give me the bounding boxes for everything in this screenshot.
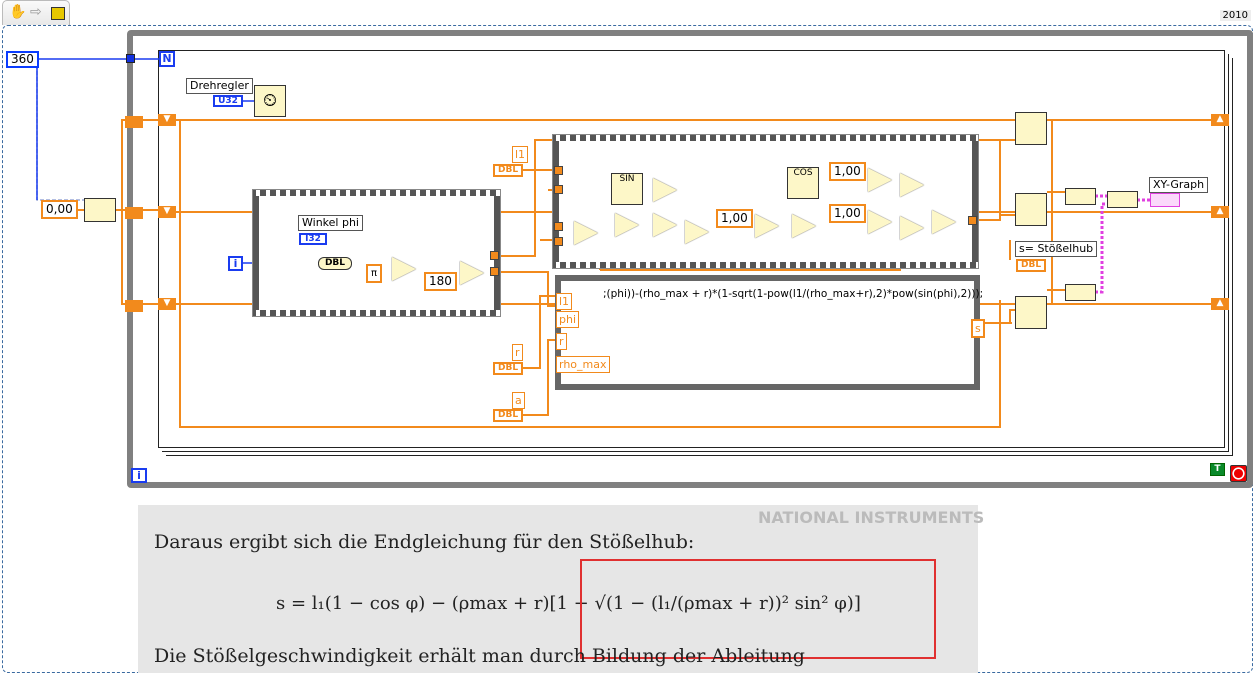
scanned-equation-image: Daraus ergibt sich die Endgleichung für … [138,505,984,673]
tunnel [968,216,977,225]
tunnel [554,222,563,231]
tunnel [554,237,563,246]
iteration-terminal: i [228,256,243,271]
tunnel [126,54,135,63]
formula-node[interactable]: ;(phi))-(rho_max + r)*(1-sqrt(1-pow(l1/(… [555,275,985,390]
replace-array-node [1015,112,1047,145]
xy-graph-indicator[interactable] [1150,193,1180,207]
for-loop[interactable] [158,50,1225,448]
xy-graph-label: XY-Graph [1149,177,1209,193]
subtract-node [868,168,892,192]
a-control[interactable]: DBL [493,409,524,422]
multiply-node [392,257,416,281]
bundle-node [1065,188,1096,205]
formula-input-r: r [556,333,567,350]
formula-output-s: s [971,319,985,338]
winkel-phi-indicator[interactable]: I32 [299,233,327,245]
multiply-node [900,216,924,240]
metronome-icon: ⏲ [254,85,286,117]
shift-register [125,300,143,312]
add-node [574,221,598,245]
drehregler-label: Drehregler [186,78,253,94]
while-loop[interactable] [127,30,1253,488]
tunnel [490,267,499,276]
watermark: NATIONAL INSTRUMENTS [758,508,985,527]
shift-register [125,116,143,128]
while-iteration-terminal: i [131,468,147,483]
multiply-node [900,173,924,197]
vi-icon[interactable] [51,7,65,20]
divide-node [460,261,484,285]
one-constant[interactable]: 1,00 [829,204,866,223]
winkel-phi-label: Winkel phi [298,215,363,231]
shift-register-right[interactable]: ▲ [1211,206,1229,218]
count-terminal[interactable]: N [159,51,175,67]
divide-node [615,213,639,237]
build-array-node [1107,191,1138,208]
formula-input-rho-max: rho_max [556,356,610,373]
cos-node: COS [787,167,819,199]
loop-count-constant[interactable]: 360 [6,51,39,68]
initialize-array-icon [84,198,116,222]
shift-register-left[interactable]: ▼ [158,114,176,126]
stoesselhub-indicator[interactable]: DBL [1016,259,1047,272]
tunnel [554,185,563,194]
formula-code[interactable]: ;(phi))-(rho_max + r)*(1-sqrt(1-pow(l1/(… [603,288,984,300]
true-constant[interactable]: T [1210,463,1225,476]
replace-array-node [1015,296,1047,329]
tunnel [490,251,499,260]
bundle-node [1065,284,1096,301]
scan-equation: s = l₁(1 − cos φ) − (ρmax + r)[1 − √(1 −… [276,593,861,614]
subtract-node [868,210,892,234]
shift-register [125,207,143,219]
multiply-node [685,220,709,244]
one-constant[interactable]: 1,00 [716,209,753,228]
sequence-frame-angle[interactable] [252,189,501,317]
shift-register-left[interactable]: ▼ [158,206,176,218]
highlight-box [580,559,936,659]
shift-register-right[interactable]: ▲ [1211,298,1229,310]
hand-tool-icon[interactable]: ✋ [9,4,27,20]
r-label: r [512,344,523,361]
scan-text-line1: Daraus ergibt sich die Endgleichung für … [154,531,695,553]
a-label: a [512,392,525,409]
one-constant[interactable]: 1,00 [829,162,866,181]
drehregler-control[interactable]: U32 [213,95,243,107]
version-label: 2010 [1219,10,1251,21]
square-node [653,213,677,237]
shift-register-right[interactable]: ▲ [1211,114,1229,126]
formula-input-phi: phi [556,311,580,328]
sin-node: SIN [611,173,643,205]
toolbar: ✋ ⇨ [2,0,70,25]
arrow-icon[interactable]: ⇨ [30,4,42,20]
l1-control[interactable]: DBL [493,164,524,177]
shift-register-left[interactable]: ▼ [158,298,176,310]
formula-input-l1: l1 [556,293,573,310]
pi-constant[interactable]: π [366,264,383,283]
replace-array-node [1015,193,1047,226]
initial-constant[interactable]: 0,00 [41,200,78,219]
square-node [653,178,677,202]
stoesselhub-label: s= Stößelhub [1015,241,1098,257]
scan-text-line2: Die Stößelgeschwindigkeit erhält man dur… [154,645,805,667]
subtract-node [932,210,956,234]
r-control[interactable]: DBL [493,362,524,375]
subtract-node [755,214,779,238]
deg-constant[interactable]: 180 [424,272,457,291]
to-double-node: DBL [318,257,352,270]
sqrt-node [792,214,816,238]
stop-icon[interactable] [1230,465,1247,482]
tunnel [554,166,563,175]
l1-label: l1 [512,146,529,163]
